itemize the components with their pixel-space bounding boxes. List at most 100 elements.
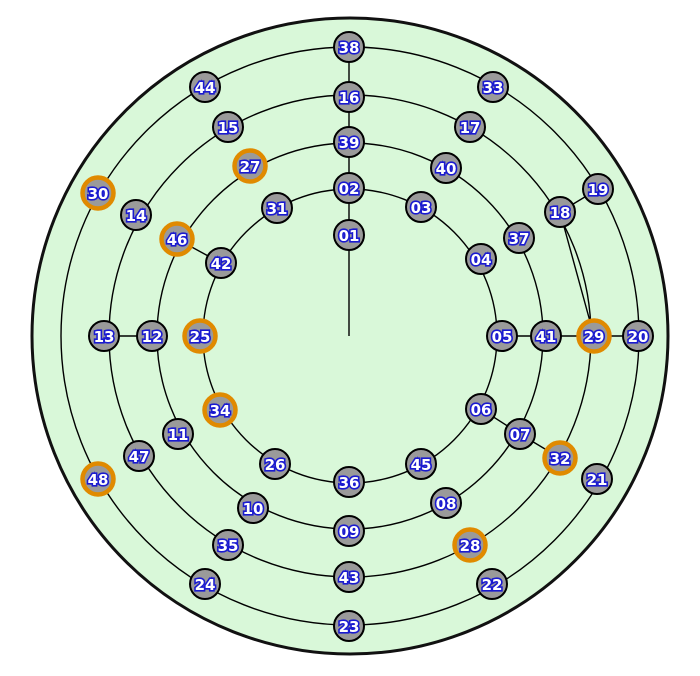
node-circle (212, 529, 244, 561)
highlighted-node-circle (542, 440, 578, 476)
node-33[interactable]: 33 (477, 71, 509, 103)
node-36[interactable]: 36 (333, 466, 365, 498)
node-circle (476, 568, 508, 600)
node-label: 02 (339, 180, 360, 198)
node-48[interactable]: 48 (80, 461, 116, 497)
node-circle (333, 610, 365, 642)
node-03[interactable]: 03 (405, 191, 437, 223)
node-16[interactable]: 16 (333, 81, 365, 113)
node-label: 10 (243, 500, 264, 518)
node-circle (465, 393, 497, 425)
node-label: 44 (195, 79, 216, 97)
node-14[interactable]: 14 (120, 199, 152, 231)
node-26[interactable]: 26 (259, 448, 291, 480)
node-circle (205, 247, 237, 279)
node-label: 18 (550, 204, 571, 222)
highlighted-node-circle (182, 318, 218, 354)
node-10[interactable]: 10 (237, 492, 269, 524)
node-circle (430, 152, 462, 184)
node-18[interactable]: 18 (544, 196, 576, 228)
node-label: 30 (88, 185, 109, 203)
node-28[interactable]: 28 (452, 527, 488, 563)
node-label: 15 (218, 119, 239, 137)
node-15[interactable]: 15 (212, 111, 244, 143)
node-label: 41 (536, 328, 557, 346)
node-40[interactable]: 40 (430, 152, 462, 184)
node-29[interactable]: 29 (576, 318, 612, 354)
node-circle (333, 81, 365, 113)
node-23[interactable]: 23 (333, 610, 365, 642)
node-37[interactable]: 37 (503, 222, 535, 254)
node-circle (333, 466, 365, 498)
node-label: 43 (339, 569, 360, 587)
node-42[interactable]: 42 (205, 247, 237, 279)
highlighted-node-circle (452, 527, 488, 563)
node-label: 05 (492, 328, 513, 346)
node-circle (622, 320, 654, 352)
node-02[interactable]: 02 (333, 172, 365, 204)
node-circle (189, 71, 221, 103)
node-44[interactable]: 44 (189, 71, 221, 103)
node-11[interactable]: 11 (162, 418, 194, 450)
node-label: 33 (483, 79, 504, 97)
node-circle (333, 561, 365, 593)
node-13[interactable]: 13 (88, 320, 120, 352)
node-17[interactable]: 17 (454, 111, 486, 143)
node-06[interactable]: 06 (465, 393, 497, 425)
node-38[interactable]: 38 (333, 31, 365, 63)
node-04[interactable]: 04 (465, 243, 497, 275)
node-08[interactable]: 08 (430, 487, 462, 519)
node-label: 16 (339, 89, 360, 107)
node-circle (504, 418, 536, 450)
node-circle (465, 243, 497, 275)
node-20[interactable]: 20 (622, 320, 654, 352)
node-25[interactable]: 25 (182, 318, 218, 354)
board-circle (30, 16, 670, 656)
node-34[interactable]: 34 (202, 392, 238, 428)
node-label: 19 (588, 181, 609, 199)
node-31[interactable]: 31 (261, 192, 293, 224)
node-circle (123, 440, 155, 472)
node-circle (261, 192, 293, 224)
node-label: 27 (240, 158, 261, 176)
node-12[interactable]: 12 (136, 320, 168, 352)
node-label: 45 (411, 456, 432, 474)
highlighted-node-circle (232, 148, 268, 184)
node-label: 23 (339, 618, 360, 636)
node-label: 22 (482, 576, 503, 594)
node-label: 42 (211, 255, 232, 273)
node-19[interactable]: 19 (582, 173, 614, 205)
node-24[interactable]: 24 (189, 568, 221, 600)
node-label: 28 (460, 537, 481, 555)
node-label: 21 (587, 471, 608, 489)
node-30[interactable]: 30 (80, 175, 116, 211)
node-label: 32 (550, 450, 571, 468)
node-46[interactable]: 46 (159, 221, 195, 257)
node-09[interactable]: 09 (333, 515, 365, 547)
highlighted-node-circle (576, 318, 612, 354)
node-label: 38 (339, 39, 360, 57)
node-label: 48 (88, 471, 109, 489)
node-47[interactable]: 47 (123, 440, 155, 472)
node-35[interactable]: 35 (212, 529, 244, 561)
node-27[interactable]: 27 (232, 148, 268, 184)
node-circle (477, 71, 509, 103)
node-01[interactable]: 01 (333, 219, 365, 251)
node-43[interactable]: 43 (333, 561, 365, 593)
node-32[interactable]: 32 (542, 440, 578, 476)
node-circle (333, 31, 365, 63)
node-label: 03 (411, 199, 432, 217)
node-41[interactable]: 41 (530, 320, 562, 352)
node-21[interactable]: 21 (581, 463, 613, 495)
node-circle (333, 126, 365, 158)
highlighted-node-circle (80, 175, 116, 211)
node-label: 29 (584, 328, 605, 346)
node-22[interactable]: 22 (476, 568, 508, 600)
node-07[interactable]: 07 (504, 418, 536, 450)
node-circle (333, 172, 365, 204)
node-05[interactable]: 05 (486, 320, 518, 352)
node-39[interactable]: 39 (333, 126, 365, 158)
node-45[interactable]: 45 (405, 448, 437, 480)
